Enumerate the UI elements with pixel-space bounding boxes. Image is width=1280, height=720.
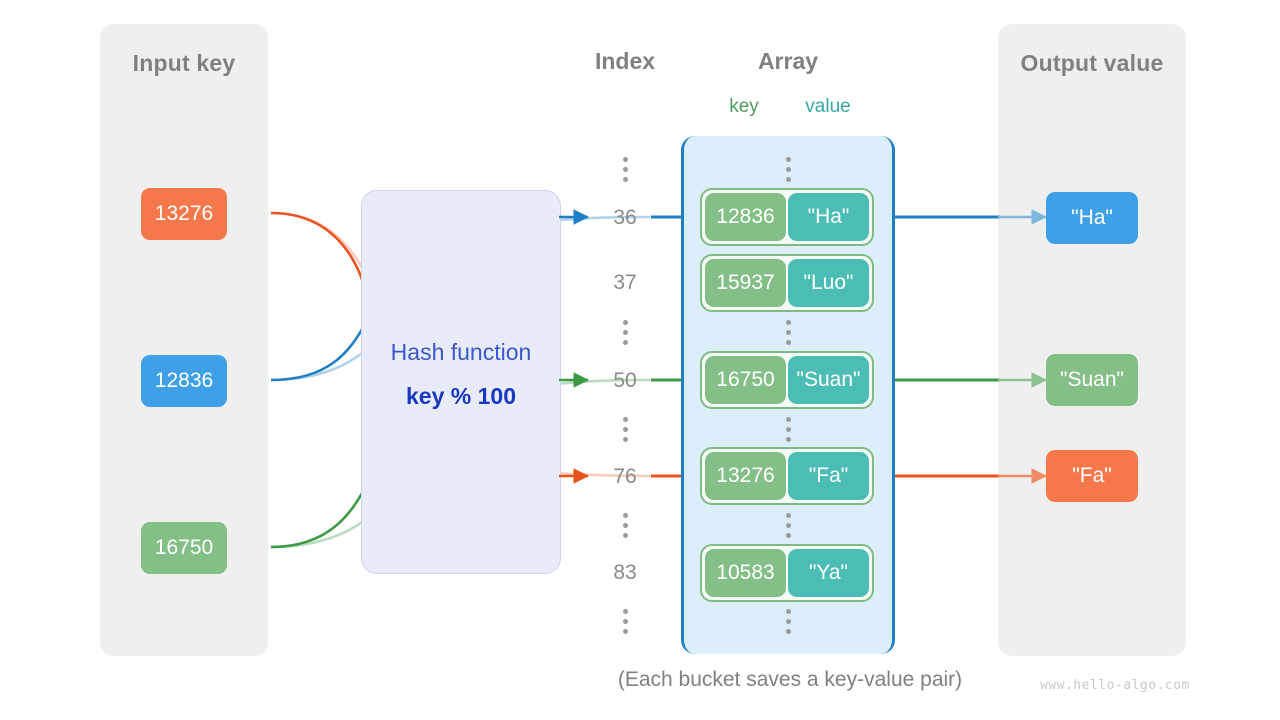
output-panel-title: Output value — [1020, 50, 1164, 76]
output-value-label: "Ha" — [1071, 206, 1113, 229]
index-ellipsis-icon — [618, 320, 632, 345]
value-column-heading: value — [805, 96, 851, 117]
output-value-chip-0[interactable]: "Ha" — [1046, 192, 1138, 244]
diagram-caption: (Each bucket saves a key-value pair) — [617, 668, 963, 691]
hash-function-box: Hash function key % 100 — [361, 190, 561, 574]
input-key-label: 12836 — [154, 369, 214, 392]
index-label-37: 37 — [613, 271, 637, 294]
watermark: www.hello-algo.com — [1040, 678, 1190, 693]
bucket-row[interactable]: 16750 "Suan" — [700, 351, 874, 409]
bucket-key: 13276 — [705, 452, 786, 500]
input-key-chip-0[interactable]: 13276 — [141, 188, 227, 240]
hash-function-title: Hash function — [390, 339, 532, 365]
index-ellipsis-icon — [618, 513, 632, 538]
input-key-label: 13276 — [154, 202, 214, 225]
bucket-value: "Luo" — [788, 259, 869, 307]
bucket-row[interactable]: 10583 "Ya" — [700, 544, 874, 602]
hash-function-formula: key % 100 — [406, 383, 516, 409]
array-ellipsis-icon — [781, 609, 795, 634]
output-value-label: "Fa" — [1072, 464, 1112, 487]
index-ellipsis-icon — [618, 157, 632, 182]
index-column-heading: Index — [594, 48, 656, 74]
index-label-83: 83 — [613, 561, 637, 584]
input-key-chip-2[interactable]: 16750 — [141, 522, 227, 574]
bucket-key: 10583 — [705, 549, 786, 597]
bucket-value: "Ha" — [788, 193, 869, 241]
array-ellipsis-icon — [781, 417, 795, 442]
key-column-heading: key — [729, 96, 759, 117]
bucket-row[interactable]: 12836 "Ha" — [700, 188, 874, 246]
output-value-chip-1[interactable]: "Suan" — [1046, 354, 1138, 406]
output-value-label: "Suan" — [1060, 368, 1124, 391]
index-ellipsis-icon — [618, 609, 632, 634]
array-ellipsis-icon — [781, 157, 795, 182]
array-column-heading: Array — [757, 48, 819, 74]
input-key-label: 16750 — [154, 536, 214, 559]
output-value-chip-2[interactable]: "Fa" — [1046, 450, 1138, 502]
bucket-row[interactable]: 15937 "Luo" — [700, 254, 874, 312]
index-ellipsis-icon — [618, 417, 632, 442]
array-ellipsis-icon — [781, 513, 795, 538]
bucket-key: 16750 — [705, 356, 786, 404]
bucket-key: 15937 — [705, 259, 786, 307]
input-panel-title: Input key — [132, 50, 236, 76]
index-label-76: 76 — [613, 465, 637, 488]
index-label-36: 36 — [613, 206, 637, 229]
bucket-value: "Suan" — [788, 356, 869, 404]
array-ellipsis-icon — [781, 320, 795, 345]
index-label-50: 50 — [613, 369, 637, 392]
bucket-value: "Fa" — [788, 452, 869, 500]
input-key-chip-1[interactable]: 12836 — [141, 355, 227, 407]
bucket-key: 12836 — [705, 193, 786, 241]
bucket-value: "Ya" — [788, 549, 869, 597]
output-value-panel: Output value — [998, 24, 1186, 656]
bucket-row[interactable]: 13276 "Fa" — [700, 447, 874, 505]
